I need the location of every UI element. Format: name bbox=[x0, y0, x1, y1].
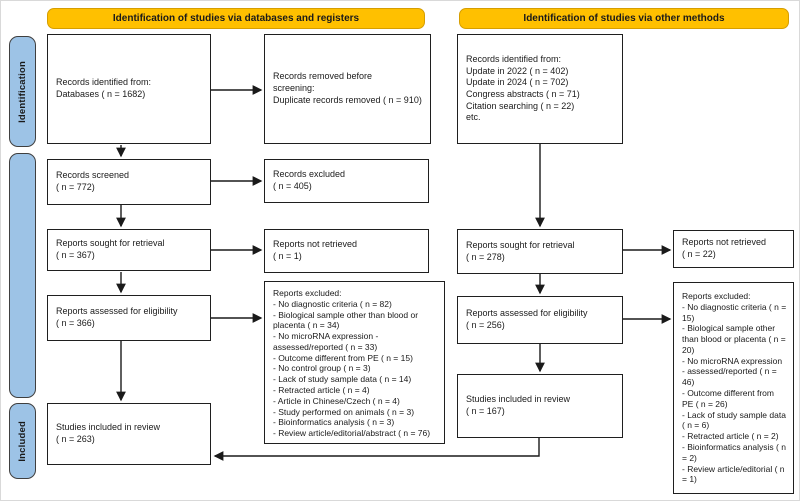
box-reports-sought-databases: Reports sought for retrieval ( n = 367) bbox=[47, 229, 211, 271]
box-records-excluded: Records excluded ( n = 405) bbox=[264, 159, 429, 203]
phase-bar-identification: Identification bbox=[9, 36, 36, 147]
box-records-identified-other: Records identified from: Update in 2022 … bbox=[457, 34, 623, 144]
phase-label-identification: Identification bbox=[17, 60, 28, 123]
box-reports-assessed-other: Reports assessed for eligibility ( n = 2… bbox=[457, 296, 623, 344]
box-reports-not-retrieved-other: Reports not retrieved ( n = 22) bbox=[673, 230, 794, 268]
box-studies-included-databases: Studies included in review ( n = 263) bbox=[47, 403, 211, 465]
header-other-methods: Identification of studies via other meth… bbox=[459, 8, 789, 29]
header-databases-registers: Identification of studies via databases … bbox=[47, 8, 425, 29]
box-reports-excluded-other: Reports excluded: - No diagnostic criter… bbox=[673, 282, 794, 494]
box-records-screened: Records screened ( n = 772) bbox=[47, 159, 211, 205]
box-reports-not-retrieved-databases: Reports not retrieved ( n = 1) bbox=[264, 229, 429, 273]
box-reports-assessed-databases: Reports assessed for eligibility ( n = 3… bbox=[47, 295, 211, 341]
box-reports-excluded-databases: Reports excluded: - No diagnostic criter… bbox=[264, 281, 445, 444]
box-studies-included-other: Studies included in review ( n = 167) bbox=[457, 374, 623, 438]
box-reports-sought-other: Reports sought for retrieval ( n = 278) bbox=[457, 229, 623, 274]
phase-bar-screening bbox=[9, 153, 36, 398]
box-records-removed-before-screening: Records removed before screening: Duplic… bbox=[264, 34, 431, 144]
phase-label-included: Included bbox=[17, 420, 28, 462]
phase-bar-included: Included bbox=[9, 403, 36, 479]
box-records-identified-databases: Records identified from: Databases ( n =… bbox=[47, 34, 211, 144]
